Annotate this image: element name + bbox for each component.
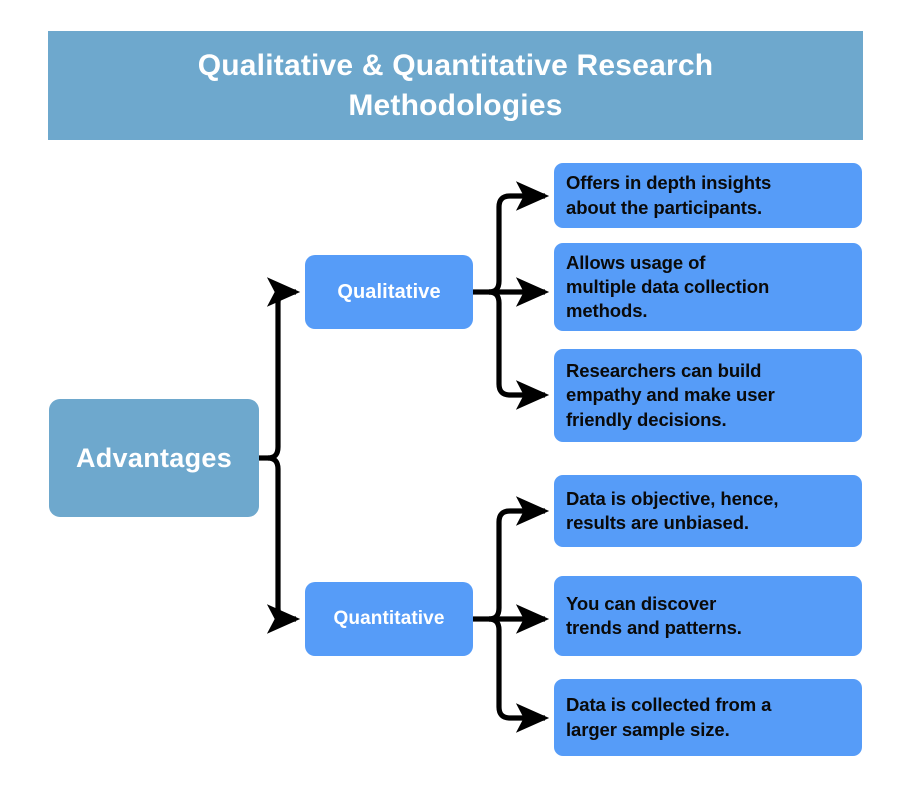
leaf-quantitative-3[interactable]: Data is collected from a larger sample s… xyxy=(554,679,862,756)
node-advantages-label: Advantages xyxy=(75,442,233,473)
node-quantitative[interactable]: Quantitative xyxy=(305,582,473,656)
node-advantages[interactable]: Advantages xyxy=(49,399,259,517)
page-title-line-1: Qualitative & Quantitative Research xyxy=(197,48,714,82)
leaf-quantitative-2[interactable]: You can discover trends and patterns. xyxy=(554,576,862,656)
leaf-qualitative-3[interactable]: Researchers can build empathy and make u… xyxy=(554,349,862,442)
leaf-quantitative-1[interactable]: Data is objective, hence, results are un… xyxy=(554,475,862,547)
leaf-quantitative-2-text: You can discover trends and patterns. xyxy=(566,592,742,638)
connector-qualitative-branches xyxy=(473,181,550,410)
node-qualitative[interactable]: Qualitative xyxy=(305,255,473,329)
leaf-qualitative-2[interactable]: Allows usage of multiple data collection… xyxy=(554,243,862,331)
page-title-line-2: Methodologies xyxy=(348,88,563,122)
node-qualitative-label: Qualitative xyxy=(337,280,441,303)
node-quantitative-label: Quantitative xyxy=(333,608,445,629)
leaf-qualitative-1-text: Offers in depth insights about the parti… xyxy=(566,172,772,218)
leaf-qualitative-1[interactable]: Offers in depth insights about the parti… xyxy=(554,163,862,228)
leaf-quantitative-1-text: Data is objective, hence, results are un… xyxy=(566,487,779,533)
leaf-quantitative-3-text: Data is collected from a larger sample s… xyxy=(566,694,772,740)
connector-quantitative-branches xyxy=(473,496,550,733)
leaf-qualitative-2-text: Allows usage of multiple data collection… xyxy=(566,251,770,322)
connector-root-trunk xyxy=(259,277,301,634)
leaf-qualitative-3-text: Researchers can build empathy and make u… xyxy=(566,360,775,430)
